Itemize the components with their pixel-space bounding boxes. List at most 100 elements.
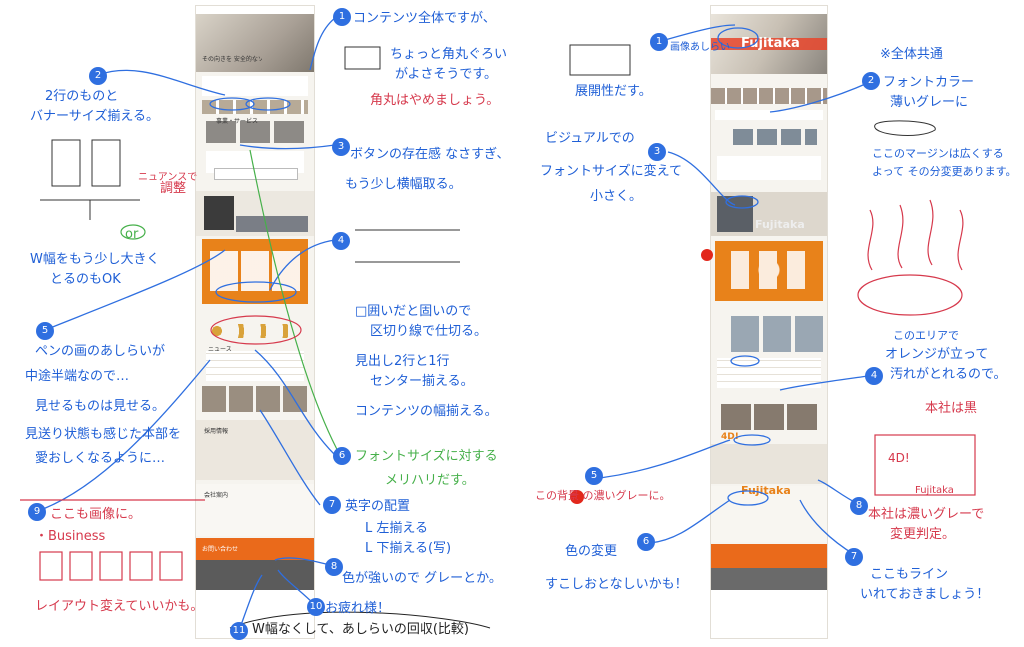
note-2e: ニュアンスで [138,172,198,183]
note-r7b: いれておきましょう！ [860,587,990,602]
recruit-photos [202,386,308,412]
note-r3b: フォントサイズに変えて [540,164,682,179]
note-2g: or [125,227,139,242]
number-circle-r4: 4 [865,367,883,385]
sec-company: 会社案内 [204,492,229,499]
sketch-box [51,139,81,187]
hero-copy: その向きを 安全的なソリューションカンパニー [202,56,262,63]
orange-cards [210,251,300,291]
banner-row [711,88,827,104]
sketch-box [69,551,93,581]
note-r1b: 展開性だす。 [575,84,652,99]
service-icons [206,151,304,173]
note-r3c: 小さく。 [590,189,643,204]
note-2d: とるのもOK [50,272,121,287]
note-5a: ペンの画のあしらいが [35,344,166,359]
note-r8a: 本社は黒 [925,401,978,416]
number-circle-11: 11 [230,622,248,640]
red-marker-dot [570,490,584,504]
note-r2d: ここのマージンは広くする [872,147,1004,160]
leader-line [249,149,341,456]
number-circle-1: 1 [333,8,351,26]
note-r2e: よって その分変更あります。 [872,165,1017,178]
highlight-ellipse [727,490,769,506]
highlight-ellipse [730,355,760,367]
note-5c: 見せるものは見せる。 [35,399,166,414]
leader-line [649,499,731,544]
tag-4d: 4D! [721,432,739,442]
leader-line [269,239,336,291]
sec-news: ニュース [208,346,232,353]
gray-band [196,560,314,590]
sec-business: 事業・サービス [216,118,259,125]
note-4a: □囲いだと固いので [355,304,472,319]
header-bar [711,6,827,14]
note-r6b: すこしおとなしいかも！ [545,577,688,592]
leader-line [259,409,321,506]
feature-photo [717,196,753,232]
number-circle-r3: 3 [648,143,666,161]
note-r8c: 変更判定。 [890,527,956,542]
note-11: W幅なくして、あしらいの回収(比較) [252,622,469,637]
footer [711,590,827,638]
note-1d: 角丸はやめましょう。 [370,93,500,108]
service-icons [717,156,821,180]
highlight-ellipse [733,434,771,446]
note-r2b: フォントカラー [883,75,975,90]
divider-sketch [355,229,460,263]
right-site-mockup: Fujitaka Fujitaka 4D! Fujitaka [710,5,828,639]
highlight-ellipse [717,27,759,49]
note-r5: この背景 の濃いグレーに。 [535,489,671,502]
number-circle-3: 3 [332,138,350,156]
note-2a: 2行のものと [45,89,119,104]
note-4c: 見出し2行と1行 [355,354,450,369]
leader-line [239,574,263,629]
highlight-ellipse [725,195,759,209]
work-photos [731,316,823,352]
contact-orange [196,538,314,560]
number-circle-r7: 7 [845,548,863,566]
recruit-photos [721,404,817,430]
leader-line [97,69,226,96]
number-circle-10: 10 [307,598,325,616]
leader-line [799,499,856,556]
leader-line [44,249,226,331]
sketch-box [344,46,381,70]
highlight-ellipse [120,224,146,240]
banner-row [202,76,308,96]
hero-logo: Fujitaka [741,36,800,51]
number-circle-r2: 2 [862,72,880,90]
note-4e: コンテンツの幅揃える。 [355,404,498,419]
note-r4b: オレンジが立って [885,347,989,362]
highlight-ellipse [215,281,297,303]
note-r10: Fujitaka [915,485,954,496]
number-circle-2: 2 [89,67,107,85]
note-4d: センター揃える。 [370,374,474,389]
note-6a: フォントサイズに対する [355,449,498,464]
company-logo: Fujitaka [741,484,791,497]
number-circle-r1: 1 [650,33,668,51]
number-circle-8: 8 [325,558,343,576]
sketch-box [91,139,121,187]
leader-line [34,359,211,513]
sketch-box [99,551,123,581]
note-r7a: ここもライン [870,567,949,582]
note-9c: レイアウト変えていいかも。 [35,599,204,614]
leader-line [779,374,876,391]
number-circle-r5: 5 [585,467,603,485]
highlight-ellipse [209,97,255,111]
note-r9: 4D! [888,451,910,465]
contact-label: お問い合わせ [202,546,239,553]
number-circle-9: 9 [28,503,46,521]
note-1b: ちょっと角丸ぐろい [390,47,508,62]
hero-orange-band [711,38,827,50]
leader-line [664,24,736,41]
feature-banner [236,216,308,232]
note-r3a: ビジュアルでの [545,131,635,146]
sketch-box [39,551,63,581]
highlight-ellipse [210,315,302,345]
recruit-block [711,444,827,484]
sketch-box [569,44,631,76]
red-marker-dot [701,249,713,261]
note-1a: コンテンツ全体ですが、 [353,11,496,26]
